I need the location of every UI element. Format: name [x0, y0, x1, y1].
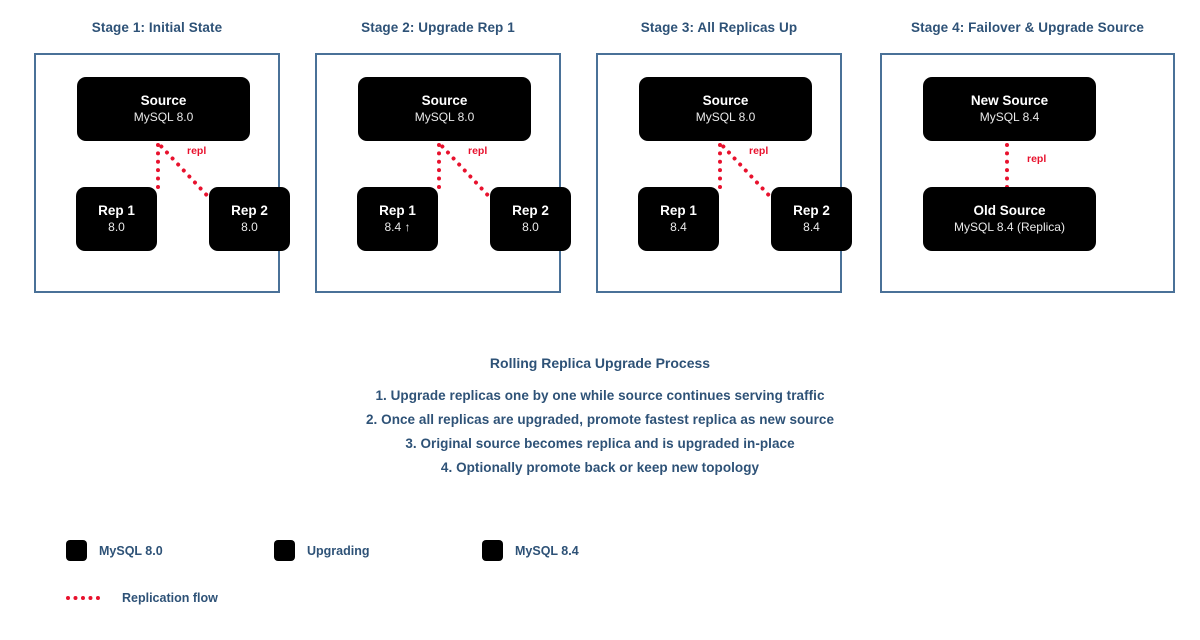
stage-frame-3: Source MySQL 8.0 repl Rep 1 8.4 Rep 2 8.…: [596, 53, 852, 293]
stage-frame-1: Source MySQL 8.0 repl Rep 1 8.0 Rep 2 8.…: [34, 53, 290, 293]
node-label: Rep 2: [793, 202, 830, 218]
node-rep2-2: Rep 2 8.0: [490, 187, 571, 251]
replication-label-2: repl: [468, 145, 488, 157]
replication-link-source-rep1: [718, 143, 722, 189]
legend-item-replication-flow: Replication flow: [66, 591, 218, 605]
node-rep1-3: Rep 1 8.4: [638, 187, 719, 251]
legend-label: Replication flow: [122, 591, 218, 605]
node-source-1: Source MySQL 8.0: [77, 77, 250, 141]
node-new-source: New Source MySQL 8.4: [923, 77, 1096, 141]
node-sublabel: MySQL 8.0: [695, 110, 756, 125]
node-old-source: Old Source MySQL 8.4 (Replica): [923, 187, 1096, 251]
node-sublabel: 8.4 ↑: [384, 220, 411, 235]
stage-frame-2: Source MySQL 8.0 repl Rep 1 8.4 ↑ Rep 2 …: [315, 53, 571, 293]
node-source-3: Source MySQL 8.0: [639, 77, 812, 141]
replication-link-source-rep1: [437, 143, 441, 189]
node-sublabel: MySQL 8.0: [414, 110, 475, 125]
node-label: Rep 2: [231, 202, 268, 218]
replication-label-3: repl: [749, 145, 769, 157]
stage-title-4: Stage 4: Failover & Upgrade Source: [911, 20, 1144, 35]
node-rep1-1: Rep 1 8.0: [76, 187, 157, 251]
node-sublabel: 8.0: [108, 220, 125, 235]
node-sublabel: MySQL 8.0: [133, 110, 194, 125]
legend-label: MySQL 8.4: [515, 543, 579, 558]
node-label: Rep 1: [98, 202, 135, 218]
node-sublabel: 8.0: [522, 220, 539, 235]
node-label: New Source: [970, 92, 1049, 108]
process-step-3: 3. Original source becomes replica and i…: [405, 436, 795, 451]
process-summary: Rolling Replica Upgrade Process 1. Upgra…: [0, 355, 1200, 484]
replication-label-1: repl: [187, 145, 207, 157]
legend-item-mysql-80: MySQL 8.0: [66, 540, 274, 561]
node-label: Rep 2: [512, 202, 549, 218]
process-title: Rolling Replica Upgrade Process: [489, 355, 711, 371]
stage-frame-4: New Source MySQL 8.4 repl Old Source MyS…: [880, 53, 1175, 293]
stages-row: Stage 1: Initial State Source MySQL 8.0 …: [0, 0, 1200, 310]
color-swatch-icon: [274, 540, 295, 561]
dashed-line-icon: [66, 596, 100, 600]
color-swatch-icon: [66, 540, 87, 561]
process-step-4: 4. Optionally promote back or keep new t…: [440, 460, 760, 475]
stage-title-3: Stage 3: All Replicas Up: [640, 20, 798, 35]
legend: MySQL 8.0 Upgrading MySQL 8.4 Replicatio…: [0, 520, 1200, 630]
node-sublabel: 8.4: [803, 220, 820, 235]
replication-link-source-rep1: [156, 143, 160, 189]
replication-label-4: repl: [1027, 153, 1047, 165]
node-rep2-1: Rep 2 8.0: [209, 187, 290, 251]
node-label: Old Source: [973, 202, 1046, 218]
node-rep2-3: Rep 2 8.4: [771, 187, 852, 251]
node-sublabel: 8.0: [241, 220, 258, 235]
legend-item-mysql-84: MySQL 8.4: [482, 540, 690, 561]
replication-link-new-old-source: [1005, 143, 1009, 189]
legend-label: MySQL 8.0: [99, 543, 163, 558]
node-rep1-2: Rep 1 8.4 ↑: [357, 187, 438, 251]
node-sublabel: MySQL 8.4 (Replica): [954, 220, 1065, 235]
node-label: Rep 1: [379, 202, 416, 218]
node-sublabel: 8.4: [670, 220, 687, 235]
process-step-2: 2. Once all replicas are upgraded, promo…: [365, 412, 835, 427]
legend-swatch-row: MySQL 8.0 Upgrading MySQL 8.4: [66, 540, 690, 561]
node-source-2: Source MySQL 8.0: [358, 77, 531, 141]
stage-title-2: Stage 2: Upgrade Rep 1: [361, 20, 515, 35]
node-label: Source: [421, 92, 468, 108]
process-step-1: 1. Upgrade replicas one by one while sou…: [375, 388, 825, 403]
legend-item-upgrading: Upgrading: [274, 540, 482, 561]
node-label: Rep 1: [660, 202, 697, 218]
color-swatch-icon: [482, 540, 503, 561]
node-label: Source: [140, 92, 187, 108]
stage-title-1: Stage 1: Initial State: [91, 20, 223, 35]
node-sublabel: MySQL 8.4: [979, 110, 1040, 125]
node-label: Source: [702, 92, 749, 108]
legend-label: Upgrading: [307, 543, 370, 558]
